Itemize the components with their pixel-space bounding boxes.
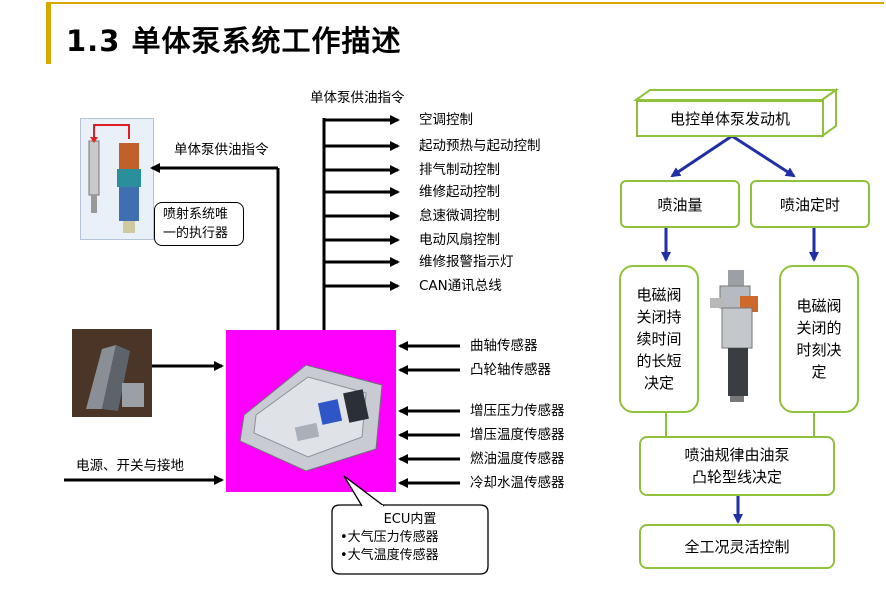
fuel-quantity-label: 喷油量 [657, 195, 703, 214]
engine-box: 电控单体泵发动机 [636, 100, 824, 137]
sensor-item: 增压压力传感器 [470, 403, 565, 419]
unit-pump-photo [704, 268, 768, 404]
sensor-item: 冷却水温传感器 [470, 475, 565, 491]
timing-desc-line: 定 [811, 363, 827, 381]
ecu-unit-image [236, 345, 386, 475]
quantity-desc-line: 决定 [643, 374, 674, 392]
output-item: 电动风扇控制 [419, 232, 500, 248]
output-item: 维修起动控制 [419, 184, 500, 200]
fuel-quantity-box: 喷油量 [620, 180, 740, 228]
title-top-rule [46, 2, 884, 4]
quantity-desc-line: 的长短 [636, 352, 682, 370]
output-item: 空调控制 [419, 112, 473, 128]
output-item: 怠速微调控制 [419, 208, 500, 224]
quantity-desc-line: 电磁阀 [636, 286, 682, 304]
injection-law-line2: 凸轮型线决定 [691, 468, 782, 486]
sensor-item: 凸轮轴传感器 [470, 362, 551, 378]
title-accent-bar [46, 2, 51, 64]
sensor-item: 增压温度传感器 [470, 427, 565, 443]
injection-timing-label: 喷油定时 [779, 195, 840, 214]
injection-law-line1: 喷油规律由油泵 [684, 446, 790, 464]
side-command-label: 单体泵供油指令 [174, 142, 269, 158]
top-command-label: 单体泵供油指令 [310, 90, 405, 106]
ecu-callout-item: •大气压力传感器 [340, 530, 439, 545]
full-control-box: 全工况灵活控制 [639, 524, 835, 569]
accelerator-pedal-photo [72, 329, 152, 417]
sensor-item: 曲轴传感器 [470, 338, 538, 354]
ecu-callout: ECU内置 •大气压力传感器 •大气温度传感器 [340, 512, 480, 564]
injector-pump-photo [80, 118, 154, 240]
timing-desc-box: 电磁阀 关闭的 时刻决 定 [779, 265, 859, 413]
timing-desc-line: 关闭的 [796, 319, 842, 337]
ecu-callout-item: •大气温度传感器 [340, 548, 439, 563]
quantity-desc-line: 关闭持 [636, 308, 682, 326]
injector-callout: 喷射系统唯 一的执行器 [154, 202, 244, 246]
quantity-desc-box: 电磁阀 关闭持 续时间 的长短 决定 [619, 265, 699, 413]
output-item: 起动预热与起动控制 [419, 138, 541, 154]
injector-callout-line1: 喷射系统唯 [163, 207, 229, 222]
injection-law-box: 喷油规律由油泵 凸轮型线决定 [639, 436, 835, 496]
injection-timing-box: 喷油定时 [750, 180, 870, 228]
power-label: 电源、开关与接地 [76, 458, 184, 474]
sensor-item: 燃油温度传感器 [470, 451, 565, 467]
output-item: 维修报警指示灯 [419, 254, 514, 270]
page-title: 1.3 单体泵系统工作描述 [66, 24, 402, 58]
engine-label: 电控单体泵发动机 [669, 110, 790, 128]
timing-desc-line: 电磁阀 [796, 297, 842, 315]
output-item: 排气制动控制 [419, 162, 500, 178]
full-control-label: 全工况灵活控制 [684, 538, 790, 556]
injector-callout-line2: 一的执行器 [163, 226, 229, 241]
quantity-desc-line: 续时间 [636, 330, 682, 348]
ecu-callout-title: ECU内置 [383, 512, 437, 527]
output-item: CAN通讯总线 [419, 278, 502, 294]
timing-desc-line: 时刻决 [796, 341, 842, 359]
